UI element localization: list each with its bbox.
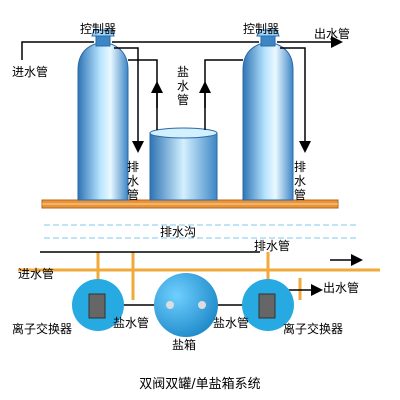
label-brine-pipe-left: 盐水管: [113, 316, 150, 330]
right-tank: [242, 29, 294, 201]
bottom-pipes: [18, 252, 380, 300]
label-controller-left: 控制器: [80, 22, 117, 36]
label-drain-left: 排水管: [126, 160, 139, 202]
label-salt-box: 盐箱: [172, 338, 197, 352]
label-brine-pipe: 盐水管: [176, 65, 189, 107]
label-brine-pipe-right: 盐水管: [213, 316, 250, 330]
label-exchanger-right: 离子交换器: [283, 322, 344, 336]
label-outlet-top: 出水管: [314, 27, 351, 41]
diagram-caption: 双阀双罐/单盐箱系统: [139, 377, 261, 392]
label-controller-right: 控制器: [243, 22, 280, 36]
brine-tank: [149, 127, 218, 201]
left-tank: [77, 29, 129, 201]
label-inlet-bottom: 进水管: [18, 267, 55, 281]
label-drain-right: 排水管: [293, 160, 306, 202]
drain-trench: [44, 224, 356, 239]
label-exchanger-left: 离子交换器: [12, 322, 73, 336]
label-drain-bottom: 排水管: [254, 239, 291, 253]
label-drain-trench: 排水沟: [160, 225, 197, 239]
label-outlet-bottom: 出水管: [323, 281, 360, 295]
label-inlet-top: 进水管: [12, 65, 49, 79]
salt-box: [154, 273, 218, 337]
